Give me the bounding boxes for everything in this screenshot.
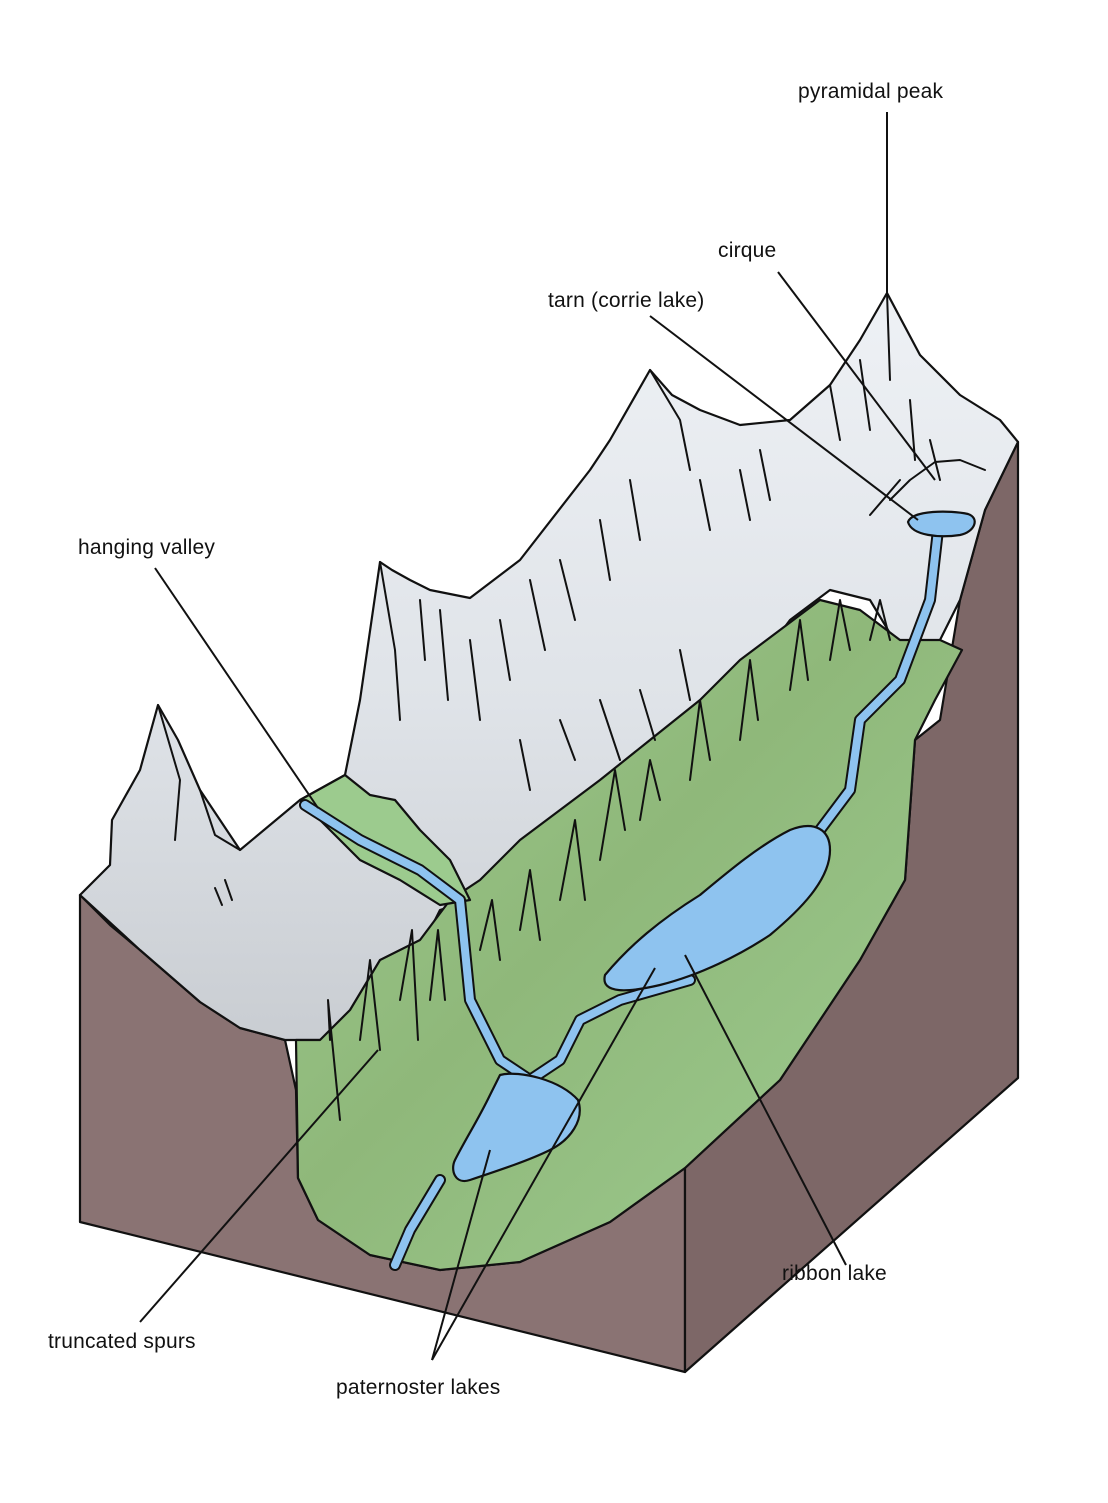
label-pyramidal-peak: pyramidal peak [798, 80, 944, 103]
leader-cirque [777, 271, 936, 481]
label-tarn: tarn (corrie lake) [548, 289, 705, 312]
leader-paternoster-2 [431, 967, 656, 1361]
ribbon-lake-shape [603, 825, 832, 992]
leader-paternoster-1 [431, 1149, 491, 1361]
tarn-lake [906, 510, 976, 538]
leader-hanging-valley [154, 567, 319, 809]
label-truncated-spurs: truncated spurs [48, 1330, 196, 1353]
leader-tarn [649, 315, 919, 521]
cirque-hollow [869, 459, 986, 516]
mountain-crag-lines [157, 292, 941, 906]
label-cirque: cirque [718, 239, 777, 262]
label-hanging-valley: hanging valley [78, 536, 216, 559]
label-ribbon-lake: ribbon lake [782, 1262, 887, 1285]
leader-truncated-spurs [139, 1049, 379, 1323]
paternoster-lake-shape [452, 1072, 581, 1183]
label-paternoster-lakes: paternoster lakes [336, 1376, 501, 1399]
river-water [301, 526, 942, 1269]
leader-ribbon-lake [684, 954, 847, 1266]
truncated-spur-edges [327, 599, 891, 1121]
